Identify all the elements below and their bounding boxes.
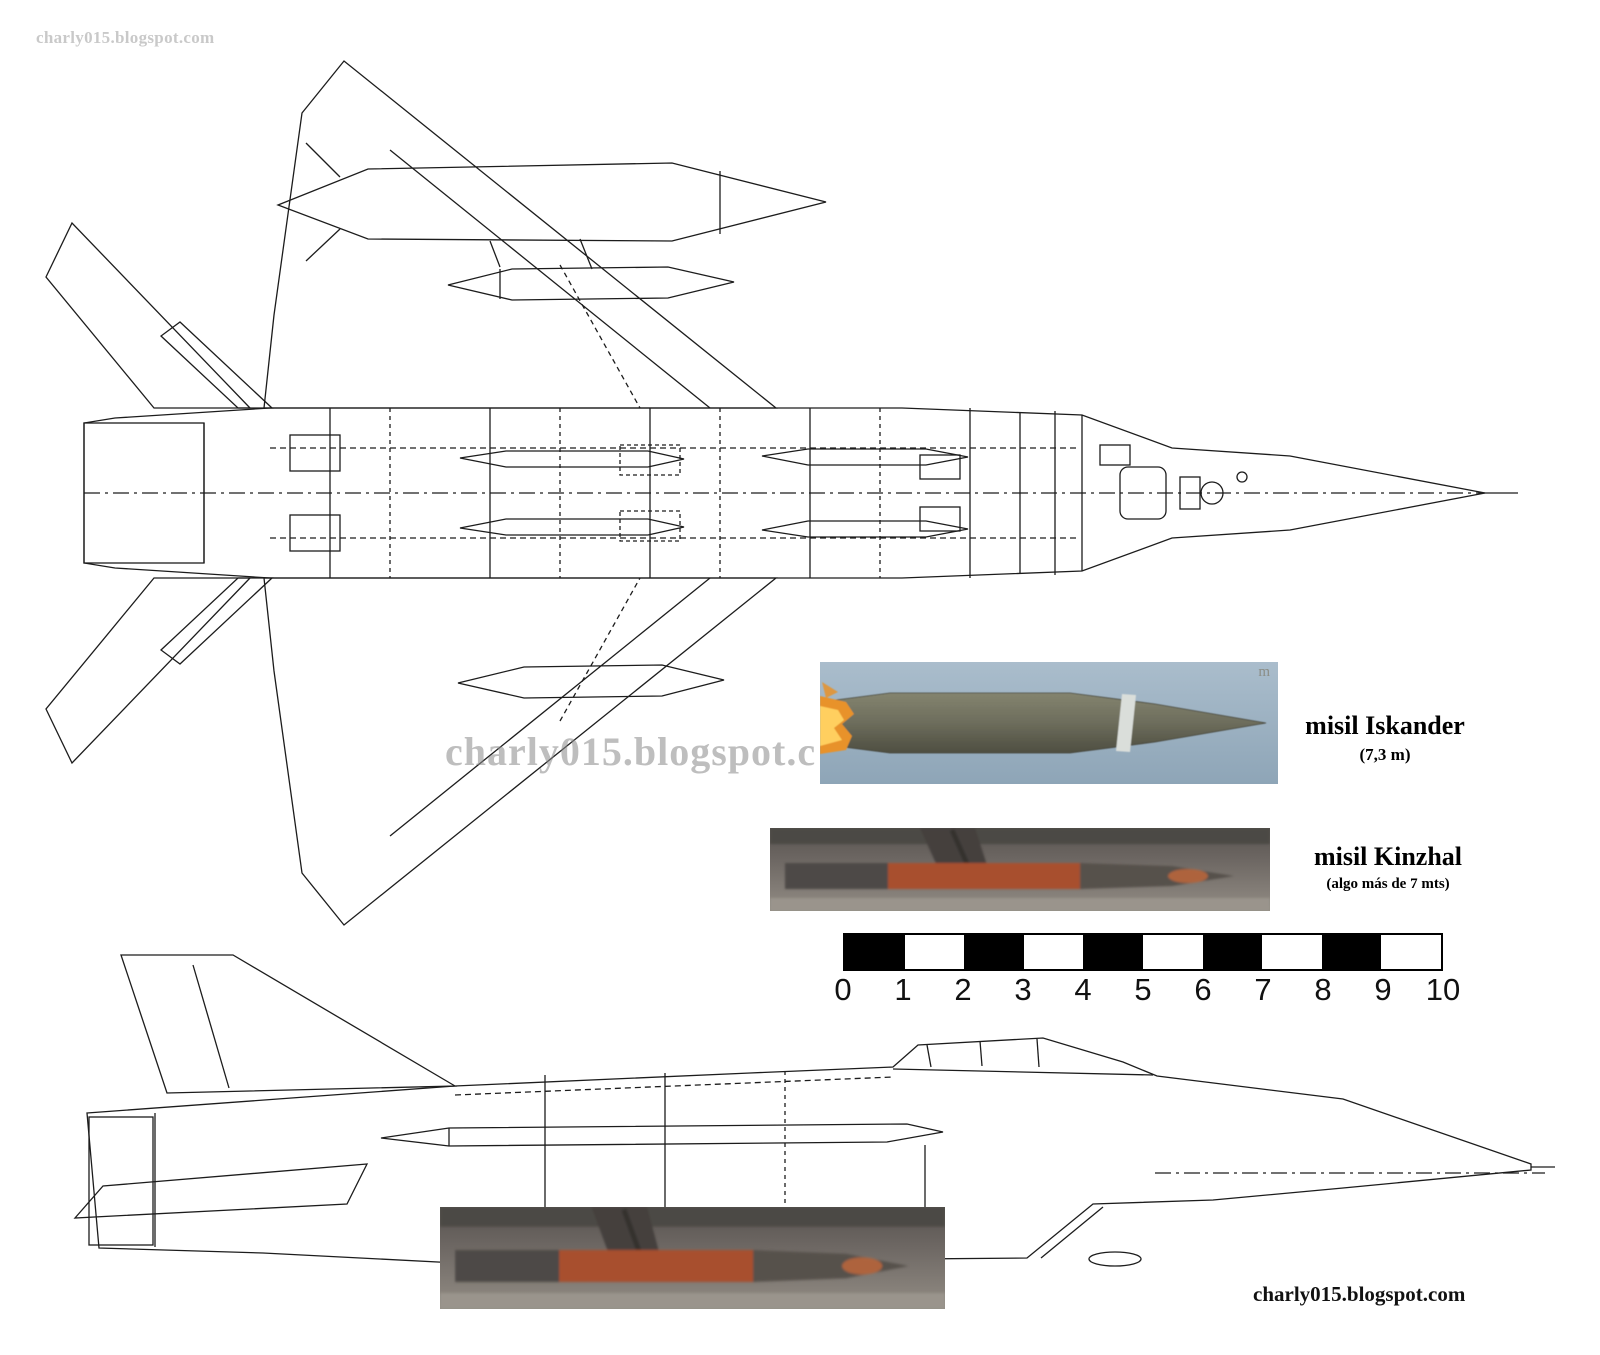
aircraft-belly	[770, 828, 1270, 844]
canopy-frame	[926, 1044, 932, 1068]
kinzhal-photo-art	[770, 828, 1270, 911]
spine-line	[454, 1076, 894, 1096]
iskander-size: (7,3 m)	[1359, 744, 1411, 764]
kinzhal-missile-photo-bottom	[440, 1207, 945, 1309]
kinzhal-size: (algo más de 7 mts)	[1326, 875, 1450, 892]
large-missile-store	[276, 162, 827, 242]
nose-gear-detail	[1200, 481, 1224, 505]
iskander-photo-art	[820, 662, 1278, 784]
scale-ruler-numbers: 0 1 2 3 4 5 6 7 8 9 10	[834, 972, 1460, 1012]
ruler-tick-label: 2	[954, 972, 972, 1007]
missile-nose	[1080, 863, 1234, 889]
ruler-tick-label: 3	[1014, 972, 1032, 1007]
tailplane-side	[73, 1163, 369, 1219]
ruler-segment	[1321, 935, 1382, 969]
ruler-segment	[1083, 935, 1143, 969]
watermark-bottom-right: charly015.blogspot.com	[1253, 1282, 1466, 1306]
canopy-frame	[979, 1040, 983, 1067]
exhaust-hatching	[88, 1116, 154, 1246]
white-band	[1116, 694, 1136, 752]
mig31-top-view-blueprint	[45, 60, 1518, 926]
watermark-fragment: m	[1258, 664, 1270, 680]
vertical-fins-plan	[159, 321, 274, 665]
ruler-tick-label: 10	[1425, 972, 1461, 1007]
kinzhal-missile-photo	[770, 828, 1270, 911]
cockpit-underside	[1119, 466, 1167, 520]
vertical-fin	[120, 954, 458, 1094]
canopy-frame	[1036, 1038, 1040, 1068]
watermark-center: charly015.blogspot.c	[445, 729, 817, 774]
iskander-label: misil Iskander	[1305, 711, 1465, 740]
ruler-segment	[964, 935, 1024, 969]
ruler-tick-label: 6	[1194, 972, 1212, 1007]
ruler-tick-label: 7	[1254, 972, 1272, 1007]
missile-body	[835, 692, 1267, 754]
ventral-fairing	[1088, 1251, 1142, 1267]
ruler-tick-label: 4	[1074, 972, 1092, 1007]
mig31-side-view-blueprint	[73, 954, 1555, 1267]
ruler-tick-label: 8	[1314, 972, 1332, 1007]
kinzhal-photo-art-bottom	[440, 1207, 945, 1309]
wing-stores	[276, 142, 827, 699]
wing-edge-on	[380, 1123, 944, 1147]
pylon	[920, 828, 988, 868]
small-missile-store	[447, 266, 735, 301]
scale-ruler-bar	[843, 933, 1443, 971]
watermark-top-left: charly015.blogspot.com	[36, 28, 215, 47]
ruler-segment	[1202, 935, 1263, 969]
rudder-line	[192, 964, 230, 1089]
side-profile	[73, 954, 1555, 1267]
canopy-sill	[892, 1068, 1154, 1076]
ruler-tick-label: 9	[1374, 972, 1392, 1007]
intake-lip	[1040, 1206, 1104, 1259]
tailplanes	[45, 221, 252, 765]
ruler-segment	[845, 935, 905, 969]
kinzhal-label-block: misil Kinzhal (algo más de 7 mts)	[1288, 842, 1488, 893]
iskander-missile-photo: m	[820, 662, 1278, 784]
fuselage-plan	[83, 407, 1518, 579]
ruler-tick-label: 1	[894, 972, 912, 1007]
kinzhal-label: misil Kinzhal	[1313, 842, 1463, 871]
iskander-label-block: misil Iskander (7,3 m)	[1285, 711, 1485, 765]
fuselage-missiles	[459, 448, 969, 538]
ruler-tick-label: 0	[834, 972, 852, 1007]
missile-orange-band	[888, 863, 1083, 889]
lower-wing-store	[457, 664, 725, 699]
wings	[263, 60, 778, 926]
ruler-tick-label: 5	[1134, 972, 1152, 1007]
